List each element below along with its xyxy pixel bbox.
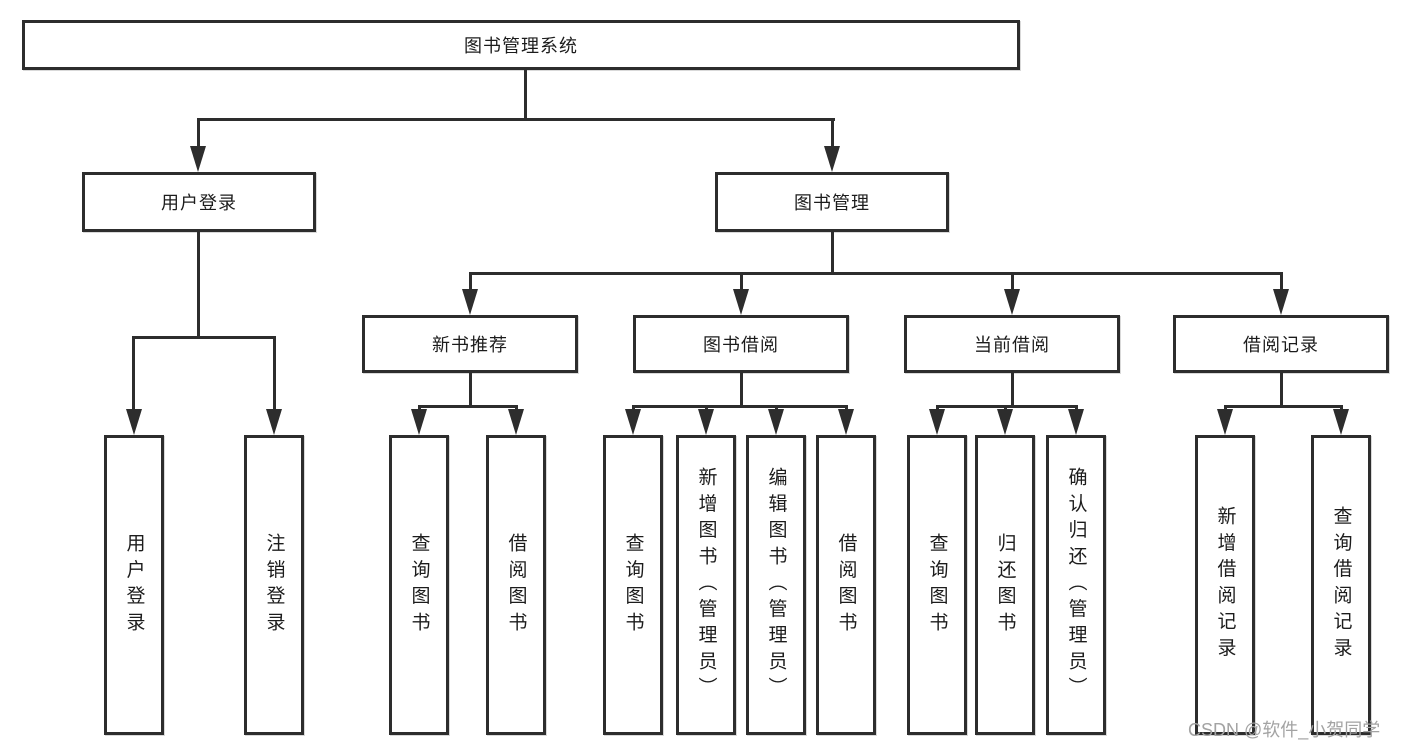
- arrow-down-icon: [508, 409, 524, 435]
- leaf-label: 查询图书: [926, 532, 948, 638]
- arrow-down-icon: [838, 409, 854, 435]
- arrow-down-icon: [1004, 289, 1020, 315]
- connector-line: [273, 336, 276, 411]
- arrow-down-icon: [1217, 409, 1233, 435]
- leaf-label: 借阅图书: [835, 532, 857, 638]
- arrow-down-icon: [1068, 409, 1084, 435]
- leaf-confirm-return-admin: 确认归还（管理员）: [1046, 435, 1106, 735]
- connector-line: [418, 405, 421, 411]
- node-book-borrowing: 图书借阅: [633, 315, 849, 373]
- leaf-return-books: 归还图书: [975, 435, 1035, 735]
- leaf-query-borrow-record: 查询借阅记录: [1311, 435, 1371, 735]
- connector-line: [1280, 272, 1283, 292]
- connector-line: [1075, 405, 1078, 411]
- node-borrow-records: 借阅记录: [1173, 315, 1389, 373]
- leaf-label: 查询图书: [622, 532, 644, 638]
- leaf-query-books-1: 查询图书: [389, 435, 449, 735]
- connector-line: [1280, 373, 1283, 405]
- connector-line: [1224, 405, 1227, 411]
- leaf-label: 用户登录: [123, 532, 145, 638]
- connector-line: [1011, 373, 1014, 405]
- leaf-label: 新增借阅记录: [1214, 506, 1236, 664]
- leaf-add-books-admin: 新增图书（管理员）: [676, 435, 736, 735]
- leaf-label: 编辑图书（管理员）: [765, 467, 787, 703]
- node-book-management: 图书管理: [715, 172, 949, 232]
- leaf-label: 归还图书: [994, 532, 1016, 638]
- connector-line: [1004, 405, 1007, 411]
- leaf-query-books-3: 查询图书: [907, 435, 967, 735]
- connector-line: [470, 272, 1282, 275]
- leaf-edit-books-admin: 编辑图书（管理员）: [746, 435, 806, 735]
- arrow-down-icon: [266, 409, 282, 435]
- leaf-logout: 注销登录: [244, 435, 304, 735]
- arrow-down-icon: [411, 409, 427, 435]
- connector-line: [469, 272, 472, 292]
- connector-line: [1340, 405, 1343, 411]
- connector-line: [469, 373, 472, 405]
- connector-line: [831, 232, 834, 272]
- connector-line: [197, 118, 835, 121]
- arrow-down-icon: [768, 409, 784, 435]
- connector-line: [132, 336, 135, 411]
- arrow-down-icon: [190, 146, 206, 172]
- arrow-down-icon: [462, 289, 478, 315]
- arrow-down-icon: [625, 409, 641, 435]
- leaf-label: 确认归还（管理员）: [1065, 467, 1087, 703]
- leaf-user-login: 用户登录: [104, 435, 164, 735]
- connector-line: [418, 405, 518, 408]
- connector-line: [524, 70, 527, 118]
- node-root-library-system: 图书管理系统: [22, 20, 1020, 70]
- node-user-login: 用户登录: [82, 172, 316, 232]
- connector-line: [845, 405, 848, 411]
- arrow-down-icon: [824, 146, 840, 172]
- leaf-borrow-books-2: 借阅图书: [816, 435, 876, 735]
- connector-line: [1224, 405, 1343, 408]
- leaf-label: 新增图书（管理员）: [695, 467, 717, 703]
- arrow-down-icon: [929, 409, 945, 435]
- arrow-down-icon: [126, 409, 142, 435]
- leaf-label: 查询借阅记录: [1330, 506, 1352, 664]
- connector-line: [936, 405, 939, 411]
- node-new-book-recommend: 新书推荐: [362, 315, 578, 373]
- node-current-borrowing: 当前借阅: [904, 315, 1120, 373]
- connector-line: [831, 118, 834, 150]
- leaf-add-borrow-record: 新增借阅记录: [1195, 435, 1255, 735]
- connector-line: [197, 118, 200, 150]
- arrow-down-icon: [733, 289, 749, 315]
- connector-line: [740, 373, 743, 405]
- connector-line: [632, 405, 848, 408]
- leaf-label: 查询图书: [408, 532, 430, 638]
- arrow-down-icon: [698, 409, 714, 435]
- leaf-label: 注销登录: [263, 532, 285, 638]
- connector-line: [515, 405, 518, 411]
- connector-line: [705, 405, 708, 411]
- connector-line: [133, 336, 276, 339]
- arrow-down-icon: [1333, 409, 1349, 435]
- csdn-watermark: CSDN @软件_小贺同学: [1188, 720, 1381, 740]
- arrow-down-icon: [1273, 289, 1289, 315]
- leaf-label: 借阅图书: [505, 532, 527, 638]
- arrow-down-icon: [997, 409, 1013, 435]
- connector-line: [632, 405, 635, 411]
- connector-line: [197, 232, 200, 336]
- connector-line: [936, 405, 1078, 408]
- connector-line: [1011, 272, 1014, 292]
- connector-line: [775, 405, 778, 411]
- leaf-query-books-2: 查询图书: [603, 435, 663, 735]
- connector-line: [740, 272, 743, 292]
- leaf-borrow-books-1: 借阅图书: [486, 435, 546, 735]
